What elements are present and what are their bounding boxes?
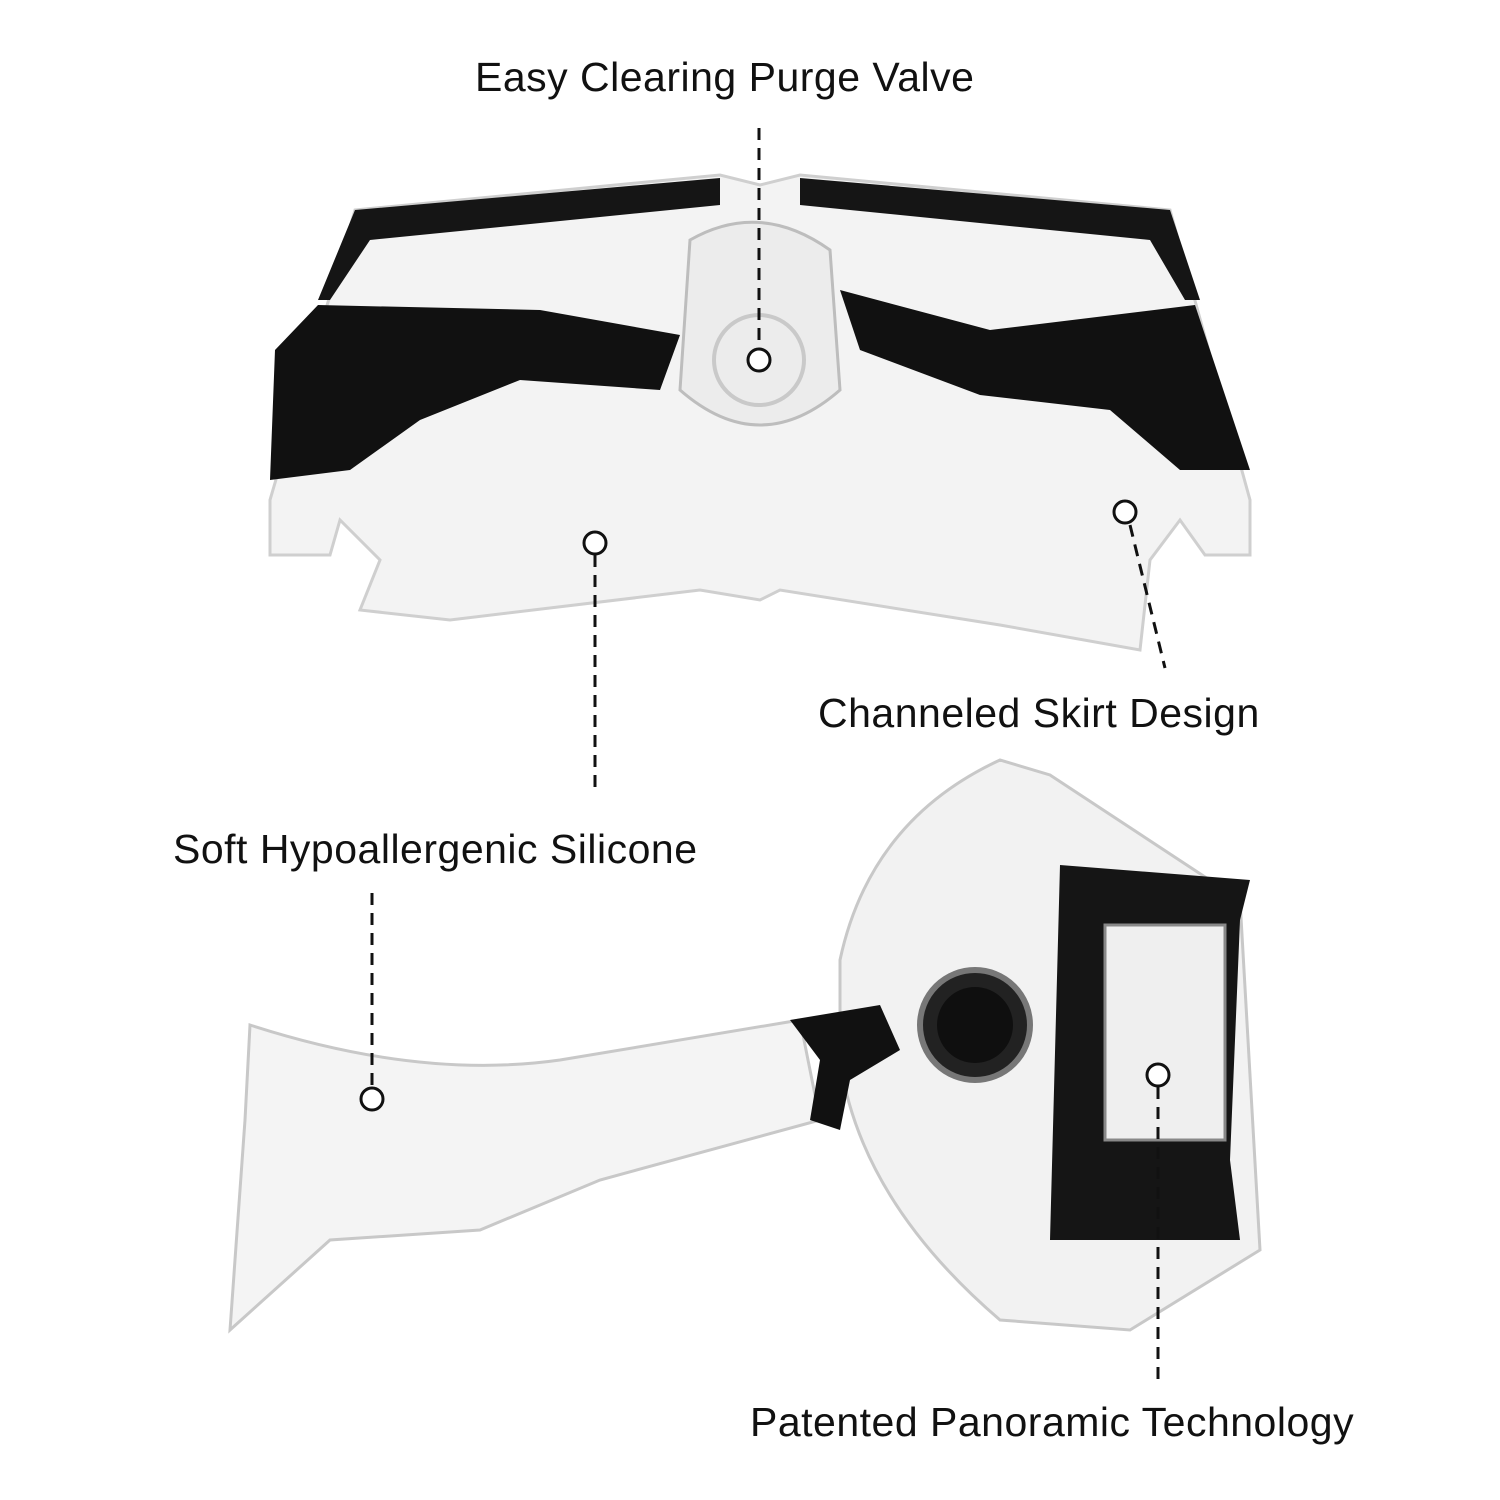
skirt-leader	[1128, 524, 1167, 669]
panoramic-marker	[1145, 1062, 1171, 1088]
mask-side-view	[228, 758, 1262, 1334]
skirt-label: Channeled Skirt Design	[818, 690, 1260, 736]
purge-valve-label: Easy Clearing Purge Valve	[475, 54, 975, 100]
panoramic-label: Patented Panoramic Technology	[750, 1399, 1355, 1445]
purge-valve-marker	[746, 347, 772, 373]
mask-front-view	[268, 173, 1252, 652]
silicone-front-marker	[582, 530, 608, 556]
silicone-side-marker	[359, 1086, 385, 1112]
silicone-label: Soft Hypoallergenic Silicone	[173, 826, 698, 872]
skirt-marker	[1112, 499, 1138, 525]
